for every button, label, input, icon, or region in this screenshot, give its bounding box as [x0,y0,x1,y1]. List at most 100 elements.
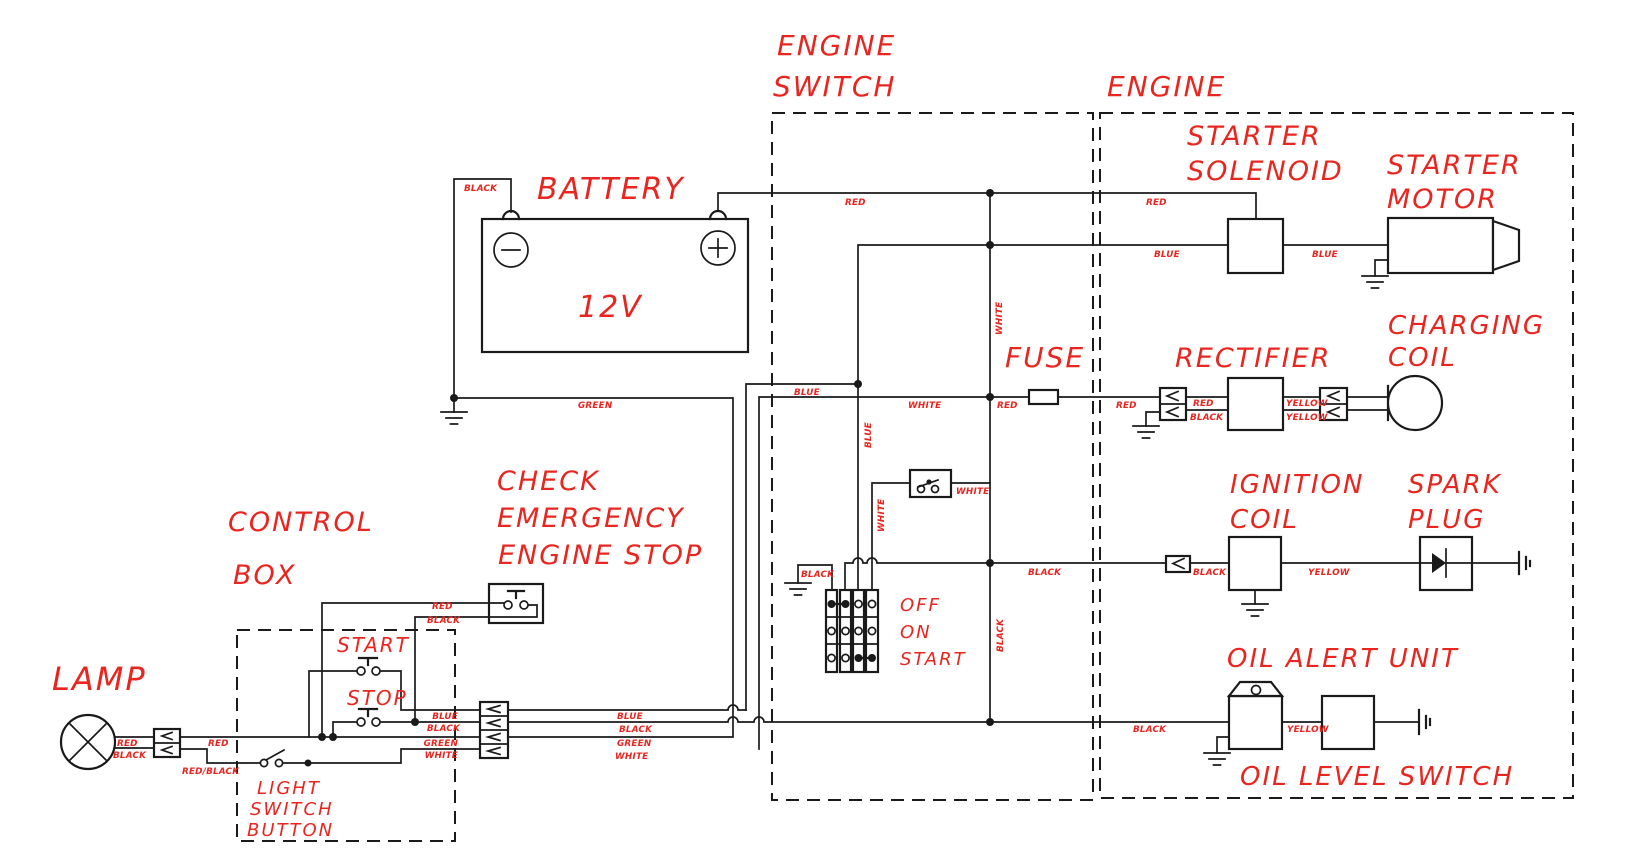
lamp-title: LAMP [52,660,147,698]
wire-label: RED/BLACK [182,767,240,777]
wire-label: BLUE [432,712,458,722]
wire-rectifier-ground [1145,411,1161,427]
oil-level-switch-box [1320,694,1376,751]
wire-label: BLACK [1028,568,1062,578]
wire-label: RED [208,739,229,749]
start-push-button[interactable] [356,656,381,676]
wire-label: BLACK [427,616,461,626]
emergency-stop-button[interactable] [487,582,545,625]
fuse-box [1027,388,1060,406]
engine-switch-title-1: ENGINE [777,29,896,62]
ground-symbols [440,275,1389,766]
wire-start-left [308,670,358,738]
titles: LAMP BATTERY 12V ENGINE SWITCH ENGINE ST… [52,29,1545,841]
charging-coil-circle [1386,374,1444,432]
engine-switch-block [824,588,880,674]
light-switch[interactable] [259,748,286,768]
stop-push-button[interactable] [356,707,381,727]
wire-label: WHITE [877,499,887,532]
ground-icon [1361,275,1389,289]
charging-coil-title-2: COIL [1388,343,1457,373]
wire-block-ground [797,564,833,591]
wire-row1-right [507,704,747,711]
wire-label: RED [845,198,866,208]
starter-solenoid-title-2: SOLENOID [1187,156,1344,187]
lamp [59,713,117,771]
wire-label: WHITE [425,751,458,761]
wire-label: RED [1193,399,1214,409]
wire-label: BLACK [113,751,147,761]
oil-alert-unit [1226,680,1285,751]
rectifier-box [1226,376,1285,432]
spark-plug-terminal-icon [1517,550,1532,576]
ignition-coil-box [1227,535,1283,592]
wire-ignition-black [844,557,1167,591]
switch-lever-icon [264,748,286,762]
ground-icon [1203,752,1231,766]
battery [480,209,750,354]
charging-coil-title-1: CHARGING [1388,311,1545,341]
wire-label: YELLOW [1286,413,1329,423]
control-box-title-1: CONTROL [228,507,374,538]
control-box-title-2: BOX [233,560,297,591]
switch-off-label: OFF [900,595,941,616]
oil-alert-indicator-icon [1250,684,1262,696]
light-switch-label-2: SWITCH [250,799,334,820]
wire-battery-negative [453,178,512,413]
wire-label: WHITE [995,302,1005,335]
wire-label: BLUE [1312,250,1338,260]
wire-checkswitch-white-left [871,482,911,591]
light-switch-label-3: BUTTON [247,820,334,841]
wire-label: WHITE [956,487,989,497]
wire-label: WHITE [908,401,941,411]
oil-switch-terminal-icon [1417,708,1432,736]
wire-label: GREEN [617,739,652,749]
starter-solenoid-title-1: STARTER [1187,121,1322,152]
wire-white-control [758,396,991,750]
starter-motor [1386,216,1521,275]
wire-label: WHITE [615,752,648,762]
terminal-symbols [1417,550,1532,736]
rectifier-left-connector-icon [1158,386,1188,422]
push-button-icon [506,589,526,600]
wire-label: BLUE [617,712,643,722]
wire-label: YELLOW [1287,725,1330,735]
spark-plug [1418,535,1474,592]
control-connector-icon [478,700,510,760]
check-switch[interactable] [908,468,953,499]
wire-label: BLUE [1154,250,1180,260]
light-switch-label-1: LIGHT [257,778,321,799]
lamp-connector-icon [152,727,182,759]
wires-rectifier [1185,396,1389,411]
wire-blue-control [745,383,859,711]
wire-battery-positive-red [717,192,1257,220]
ignition-connector-icon [1164,554,1192,574]
junction-dots [304,189,994,767]
ground-icon [1241,603,1269,617]
wire-label: BLACK [1190,413,1224,423]
ignition-coil-title-2: COIL [1230,505,1299,535]
starter-motor-title-1: STARTER [1387,150,1522,181]
control-box-region [236,629,456,842]
wire-label: BLACK [801,570,835,580]
engine-title: ENGINE [1107,70,1226,103]
push-button-icon [357,707,379,718]
battery-title: BATTERY [537,172,685,207]
wire-oil-ground [1216,736,1230,754]
wire-label: YELLOW [1286,399,1329,409]
battery-terminal-bumps [501,209,728,221]
wire-label: BLACK [996,618,1006,652]
spark-plug-title-2: PLUG [1408,505,1485,535]
wire-label: RED [117,739,138,749]
wire-row1-left [379,670,481,711]
wire-label: GREEN [424,739,459,749]
wire-stop-left [332,721,358,738]
check-title-2: EMERGENCY [497,503,685,534]
wire-row4-left [282,748,481,764]
wire-green [453,397,734,738]
wire-label: RED [432,602,453,612]
switch-start-label: START [900,649,967,670]
battery-voltage: 12V [578,290,643,325]
wire-estop-red [321,602,505,738]
